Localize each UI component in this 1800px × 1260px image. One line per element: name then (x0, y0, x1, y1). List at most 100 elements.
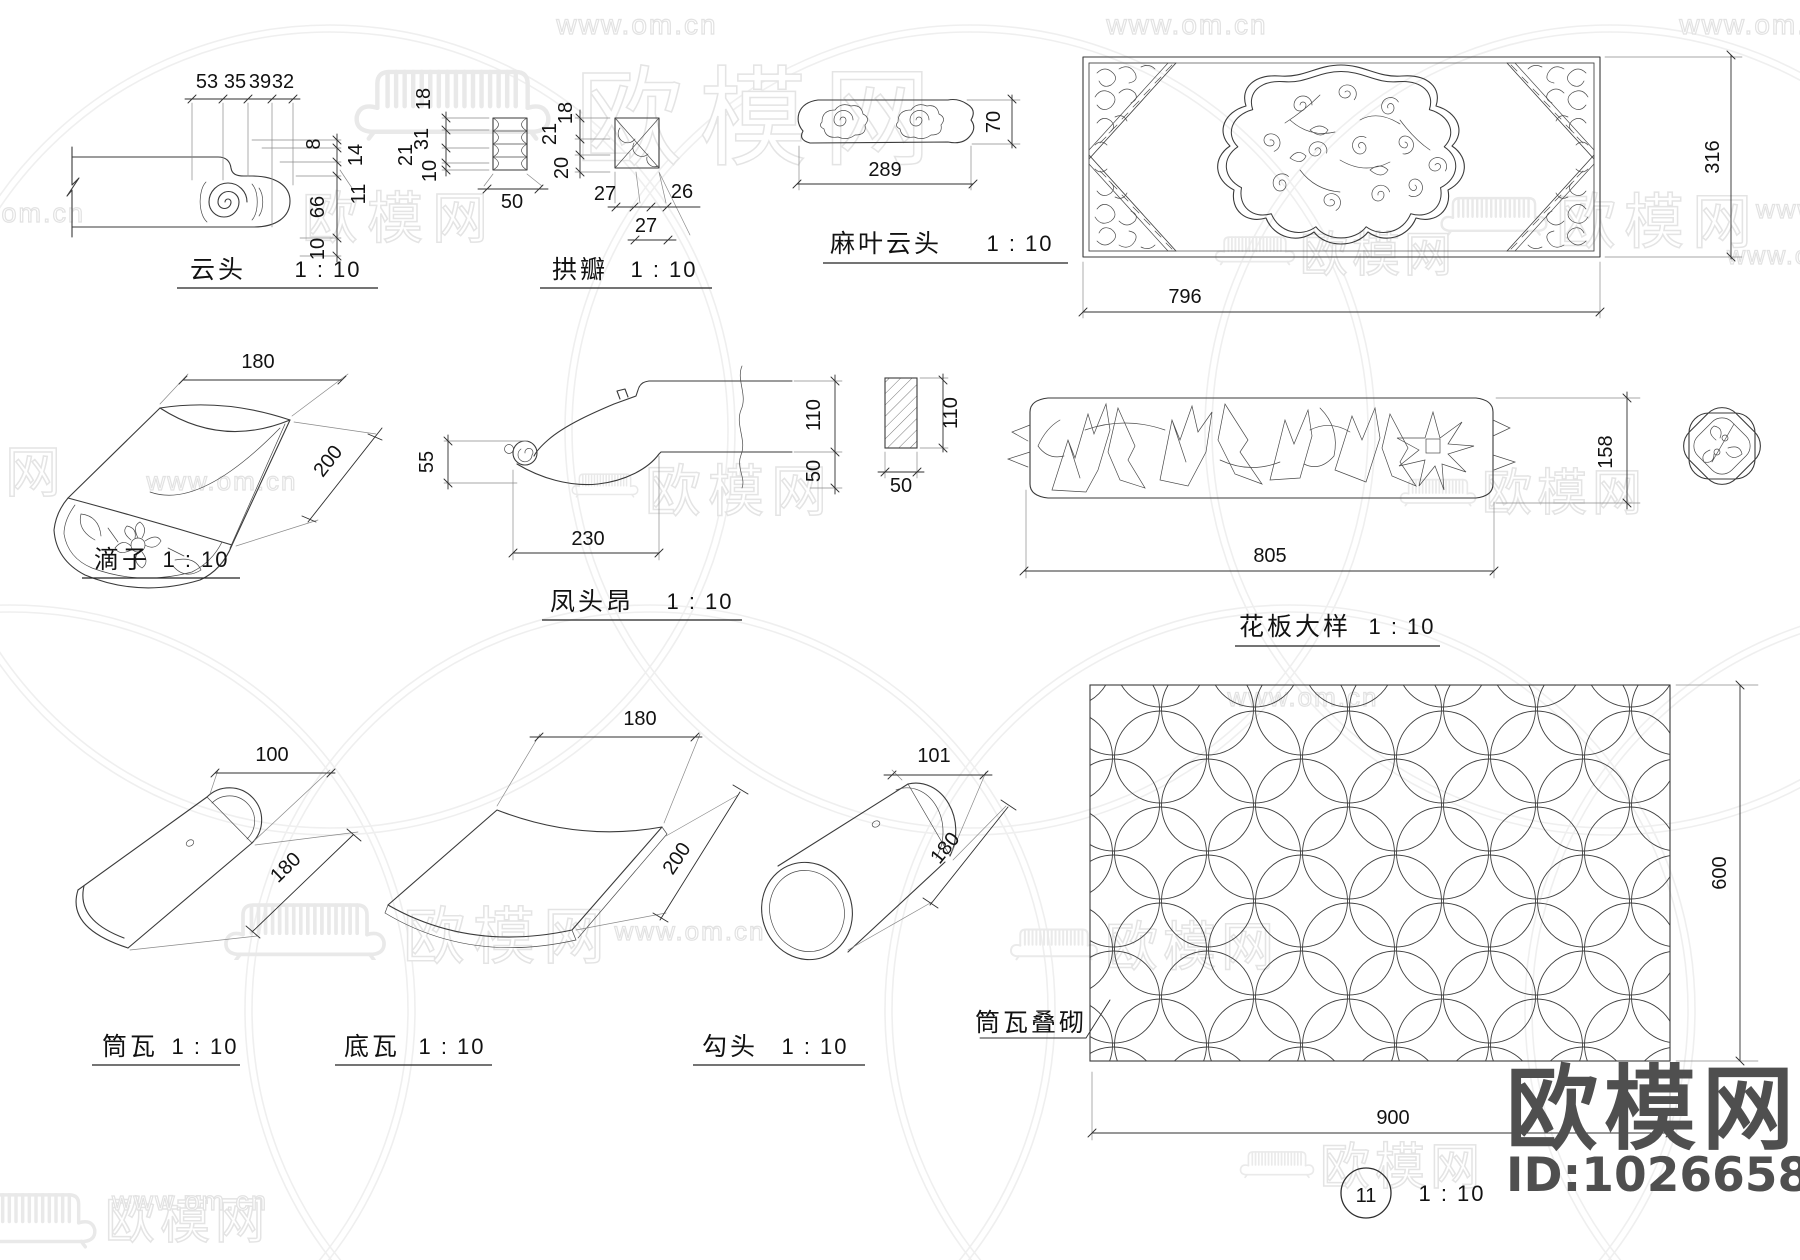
dim-label: 35 (224, 71, 246, 93)
scale-label: 1 : 10 (986, 231, 1053, 256)
dim-label: 39 (249, 71, 271, 93)
section-rect (884, 377, 918, 449)
drawing-goutou: 101 180 勾头 1 : 10 (693, 745, 1017, 1066)
drawing-yuntou: 53 35 39 32 8 14 11 66 10 云头 1 : 10 (66, 71, 378, 289)
url-watermark-text: www.om.cn (614, 916, 766, 946)
url-watermark-text: www.om.cn (146, 466, 298, 496)
dim-label: 21 (395, 144, 417, 166)
dim-label: 110 (803, 399, 825, 431)
callout-label: 筒瓦叠砌 (975, 1008, 1087, 1037)
dim-label: 31 (411, 128, 433, 150)
dim-label: 21 (539, 123, 561, 145)
url-watermark-text: www.om.cn (555, 9, 717, 40)
dim-label: 316 (1702, 140, 1724, 173)
brand-watermark-text: 欧模网 (1300, 227, 1456, 283)
brand-watermark-text: 欧模网 (575, 57, 947, 182)
drawing-gongban: 18 31 21 10 50 18 21 20 27 26 27 拱瓣 1 : … (395, 88, 712, 289)
dim-label: 100 (255, 744, 288, 766)
url-watermark-text: www.om.cn (0, 198, 85, 228)
brand-watermark-text: 欧模网 (0, 441, 68, 506)
cloud-motif (896, 104, 944, 139)
url-watermark-text: www.om.cn (1678, 9, 1800, 40)
scale-label: 1 : 10 (666, 589, 733, 614)
dim-label: 50 (803, 460, 825, 482)
dim-label: 180 (623, 708, 656, 730)
sheet-scale: 1 : 10 (1418, 1181, 1485, 1206)
dim-label: 10 (419, 160, 441, 182)
brand-watermark-text: 欧模网 (1556, 188, 1760, 258)
dim-label: 200 (309, 441, 347, 481)
sheet-number: 11 (1356, 1185, 1377, 1207)
sofa-logo-icon (0, 1195, 95, 1247)
brand-watermark-text: 欧模网 (302, 187, 497, 252)
asset-id: ID:1026658 (1506, 1148, 1800, 1203)
dim-label: 230 (571, 528, 604, 550)
dim-label: 158 (1595, 435, 1617, 468)
scale-label: 1 : 10 (162, 547, 229, 572)
scale-label: 1 : 10 (171, 1034, 238, 1059)
url-watermark-text: www.om.cn (1105, 9, 1267, 40)
dim-label: 110 (940, 397, 962, 429)
drawing-stack: 筒瓦叠砌 900 600 11 1 : 10 (975, 680, 1759, 1219)
scale-label: 1 : 10 (418, 1034, 485, 1059)
scale-label: 1 : 10 (781, 1034, 848, 1059)
dim-label: 805 (1253, 545, 1286, 567)
dim-label: 27 (594, 183, 616, 205)
dim-label: 18 (413, 88, 435, 110)
drawing-huaban-panel: 796 316 (1078, 50, 1743, 319)
brand-watermark-text: 欧模网 (645, 460, 834, 525)
brand-watermark-text: 欧模网 (1320, 1138, 1485, 1196)
leaf-carving (1037, 402, 1475, 493)
brand-watermark-text: 欧模网 (1482, 464, 1647, 522)
dim-label: 180 (266, 848, 305, 887)
scale-label: 1 : 10 (1368, 614, 1435, 639)
cloud-motif (820, 104, 868, 139)
dim-label: 18 (555, 102, 577, 124)
scale-label: 1 : 10 (630, 257, 697, 282)
dim-label: 26 (671, 181, 693, 203)
dim-label: 600 (1709, 856, 1731, 889)
drawing-title: 凤头昂 (550, 587, 634, 616)
rosette-medallion (1683, 407, 1761, 485)
drawing-title: 麻叶云头 (830, 229, 942, 258)
dim-label: 180 (241, 351, 274, 373)
sheet-number-badge: 11 1 : 10 (1340, 1167, 1485, 1219)
dim-label: 101 (917, 745, 950, 767)
url-watermark-text: www.om.cn (111, 1186, 268, 1216)
dim-label: 11 (348, 184, 370, 205)
drawing-fengtouang: 55 230 110 50 110 50 凤头昂 1 : 10 (416, 365, 962, 621)
drawing-title: 勾头 (702, 1032, 758, 1061)
drawing-title: 花板大样 (1239, 612, 1351, 641)
tile-stack-pattern (1089, 684, 1671, 1062)
dim-label: 50 (890, 475, 912, 497)
dim-label: 10 (307, 238, 329, 260)
dim-label: 50 (501, 191, 523, 213)
dim-label: 27 (635, 215, 657, 237)
drawing-diwa: 180 200 底瓦 1 : 10 (335, 708, 749, 1066)
dizi-flower (79, 513, 202, 575)
dim-label: 55 (416, 451, 438, 473)
drawing-huaban: 805 158 花板大样 1 : 10 (1006, 391, 1761, 647)
dim-label: 8 (303, 138, 325, 149)
drawing-title: 拱瓣 (552, 255, 608, 284)
sofa-logo-icon (357, 72, 549, 139)
dim-label: 32 (272, 71, 294, 93)
sofa-logo-icon (1439, 196, 1549, 237)
drawing-mayeyuntou: 289 70 麻叶云头 1 : 10 (792, 94, 1068, 264)
drawing-title: 底瓦 (344, 1032, 400, 1061)
dim-label: 289 (868, 159, 901, 181)
url-watermark-text: www.om.cn (1755, 194, 1800, 224)
sofa-logo-icon (1239, 1150, 1315, 1179)
dim-label: 14 (345, 144, 367, 166)
sofa-logo-icon (1399, 478, 1477, 508)
panel-medallion (1217, 64, 1465, 245)
brand-watermark-text: 欧模网 (105, 1192, 270, 1250)
sofa-logo-icon (1009, 927, 1099, 961)
dim-label: 53 (196, 71, 218, 93)
sofa-logo-icon (570, 472, 640, 499)
dim-label: 20 (551, 157, 573, 179)
dim-label: 66 (307, 196, 329, 218)
drawing-title: 云头 (190, 255, 246, 284)
dim-label: 900 (1376, 1107, 1409, 1129)
